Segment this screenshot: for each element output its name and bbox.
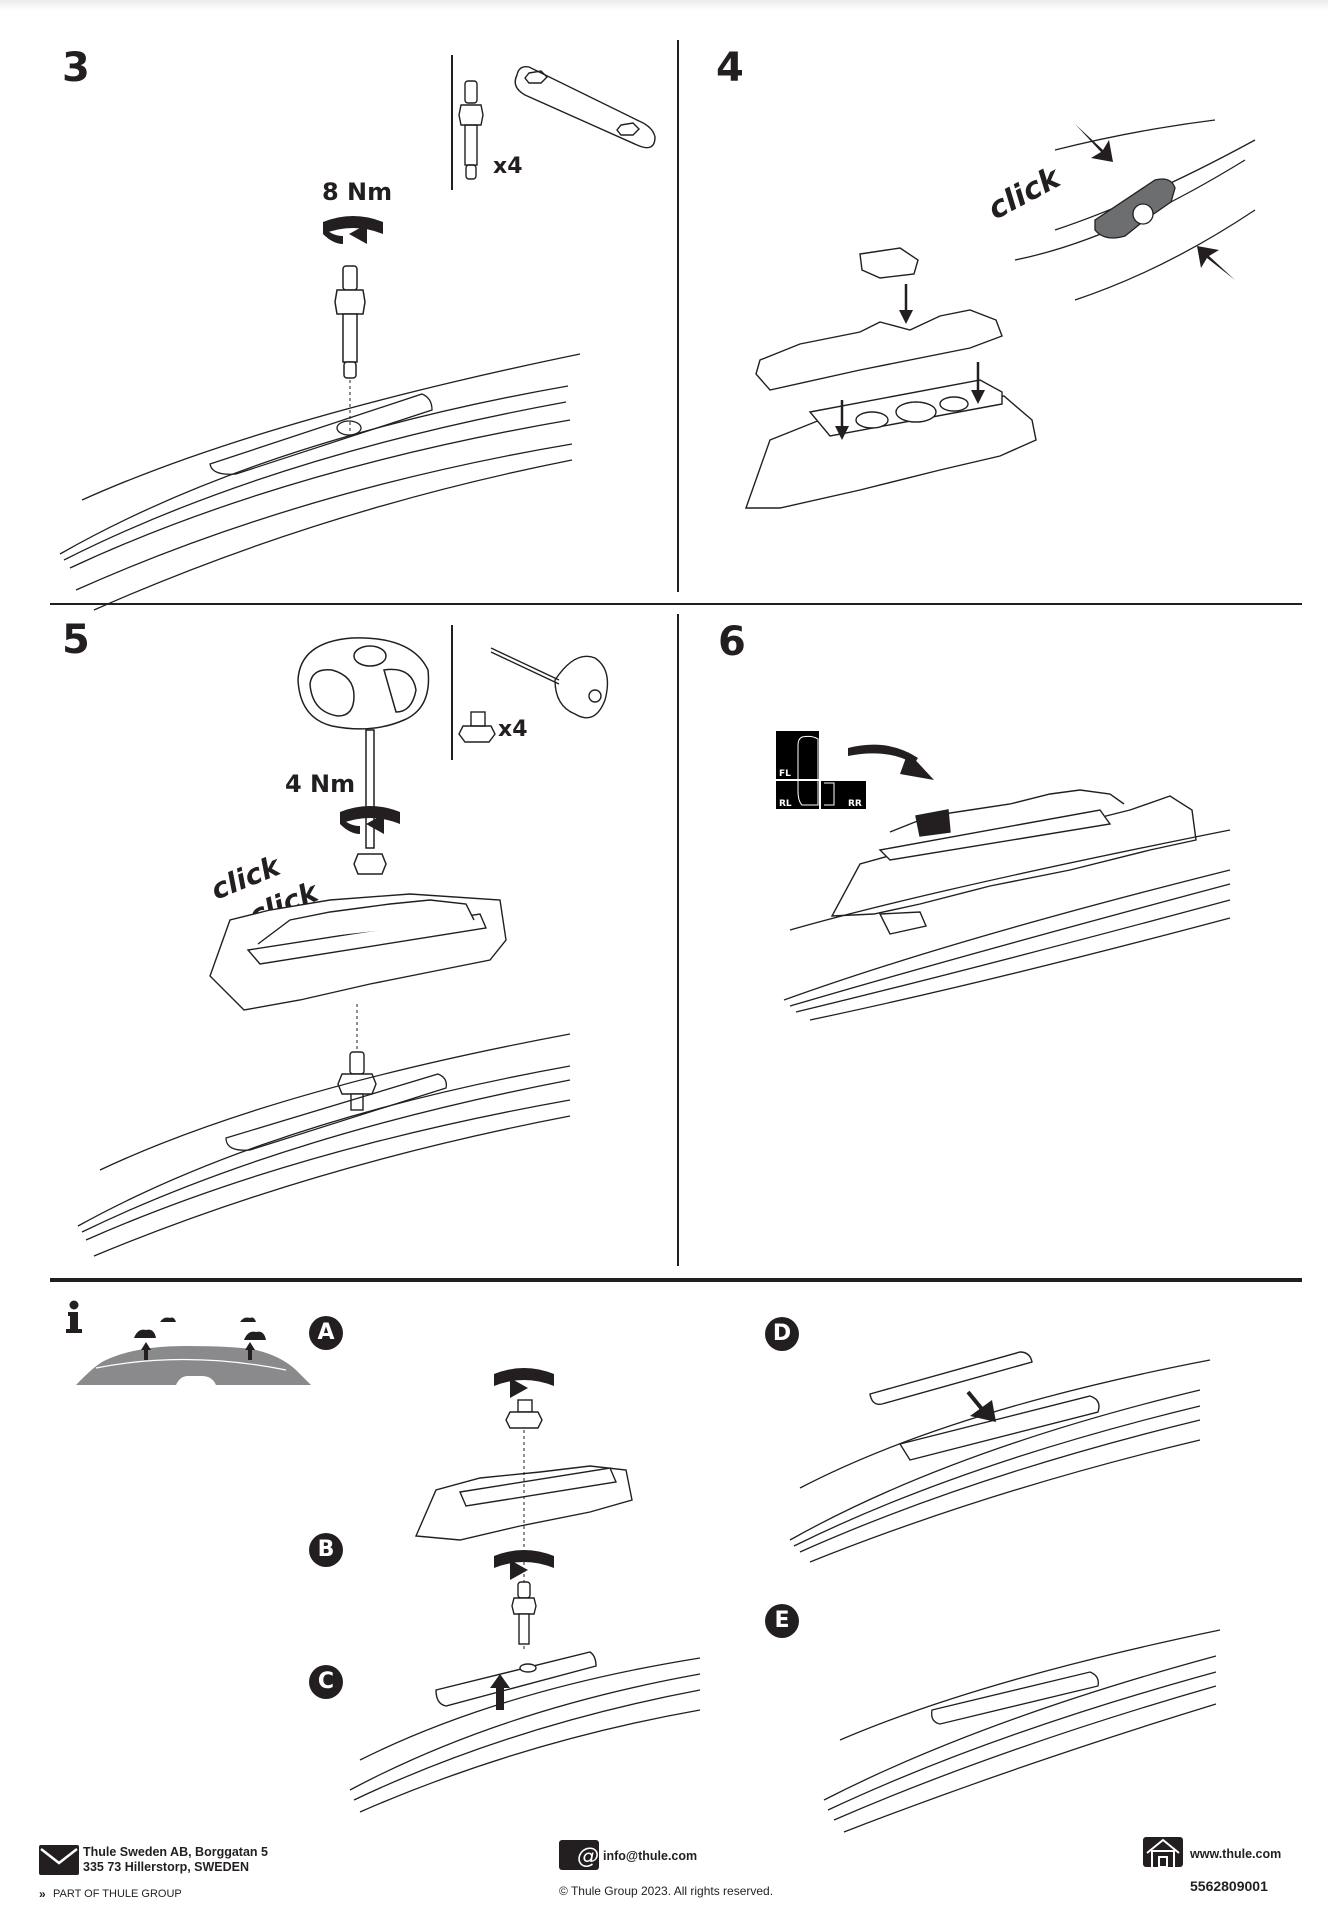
footer-part-number: 5562809001 bbox=[1190, 1878, 1268, 1894]
envelope-icon bbox=[39, 1845, 79, 1875]
step-3-quantity: x4 bbox=[493, 154, 523, 179]
step-3-torque: 8 Nm bbox=[322, 178, 393, 206]
stud-icon bbox=[458, 80, 484, 180]
footer-address-line-2: 335 73 Hillerstorp, SWEDEN bbox=[83, 1860, 250, 1874]
step-3-number: 3 bbox=[62, 45, 90, 91]
nut-icon bbox=[470, 711, 486, 727]
foot-silhouettes bbox=[134, 1317, 266, 1340]
substep-c-badge: C bbox=[309, 1665, 343, 1699]
step-5-torque: 4 Nm bbox=[285, 770, 356, 798]
email-icon: @ bbox=[559, 1840, 599, 1870]
curved-arrow-icon bbox=[848, 744, 934, 780]
roof-profile-illustration bbox=[76, 1317, 311, 1385]
footer-email-link[interactable]: info@thule.com bbox=[603, 1849, 698, 1863]
step-5-number: 5 bbox=[62, 617, 90, 663]
footer-website-link[interactable]: www.thule.com bbox=[1190, 1847, 1282, 1861]
step-3-roof-rail bbox=[59, 353, 581, 611]
step-5-parts-divider bbox=[451, 625, 453, 760]
step-4-click-text: click bbox=[982, 159, 1067, 227]
substep-abc-illustration bbox=[349, 1368, 701, 1813]
rotate-arrow-icon bbox=[323, 216, 383, 244]
substep-e-badge: E bbox=[765, 1604, 799, 1638]
step-5-quantity: x4 bbox=[498, 717, 528, 742]
wrench-plate-icon bbox=[514, 65, 656, 149]
footer-group-label: PART OF THULE GROUP bbox=[53, 1888, 182, 1900]
up-arrow-icon bbox=[490, 1674, 510, 1710]
t-handle-icon bbox=[554, 655, 609, 719]
vehicle-position-diagram: FL RL RR bbox=[776, 731, 866, 809]
step-4-clip-detail: click bbox=[982, 119, 1256, 301]
column-divider-top bbox=[677, 40, 679, 592]
home-icon bbox=[1143, 1837, 1183, 1868]
down-arrow-icon bbox=[966, 1390, 996, 1422]
page-top-edge bbox=[0, 0, 1328, 10]
arrow-icon bbox=[1075, 124, 1113, 162]
roof-shape bbox=[76, 1346, 311, 1385]
step-5-parts-illustration bbox=[458, 647, 609, 743]
rotate-arrow-icon bbox=[340, 806, 400, 834]
step-3-parts-divider bbox=[451, 55, 453, 190]
step-5-foot-and-rail bbox=[77, 893, 571, 1257]
position-fl-label: FL bbox=[779, 769, 791, 779]
substep-a-badge: A bbox=[309, 1316, 343, 1350]
step-3-stud-illustration bbox=[334, 265, 366, 432]
rotate-arrow-icon bbox=[494, 1550, 554, 1580]
step-4-number: 4 bbox=[716, 45, 744, 91]
cover-cap bbox=[869, 1351, 1033, 1405]
column-divider-bottom bbox=[677, 614, 679, 1266]
chevron-double-right-icon: » bbox=[39, 1887, 46, 1901]
substep-d-illustration bbox=[789, 1351, 1211, 1563]
substep-d-badge: D bbox=[765, 1317, 799, 1351]
up-arrow-icons bbox=[141, 1342, 255, 1360]
step-4-foot-assembly bbox=[745, 247, 1037, 509]
position-rr-label: RR bbox=[848, 799, 862, 809]
rotate-arrow-icon bbox=[494, 1368, 554, 1398]
step-6-foot-on-rail bbox=[783, 789, 1231, 1021]
substep-b-badge: B bbox=[309, 1533, 343, 1567]
position-rr-tile bbox=[821, 781, 866, 809]
arrow-icon bbox=[1197, 246, 1235, 280]
substep-e-illustration bbox=[823, 1629, 1221, 1833]
section-divider-info bbox=[50, 1278, 1302, 1282]
step-3-parts-illustration bbox=[458, 65, 656, 180]
t-handle-tool-illustration bbox=[297, 637, 430, 875]
step-6-number: 6 bbox=[718, 619, 746, 665]
footer-copyright: © Thule Group 2023. All rights reserved. bbox=[559, 1884, 774, 1898]
section-divider-middle bbox=[50, 603, 1302, 605]
hex-key-shaft bbox=[490, 647, 560, 681]
position-rl-label: RL bbox=[779, 799, 792, 809]
footer-address-line-1: Thule Sweden AB, Borggatan 5 bbox=[83, 1845, 268, 1859]
info-icon bbox=[66, 1300, 82, 1333]
